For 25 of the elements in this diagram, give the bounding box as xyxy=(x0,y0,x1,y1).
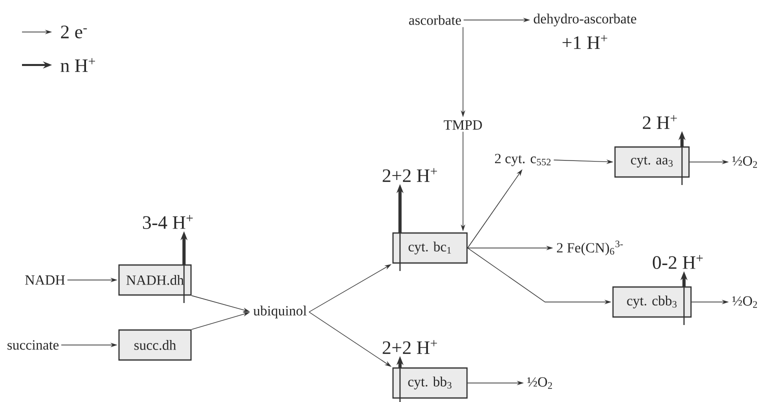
enzyme-box: cyt. cbb$_{3}$ xyxy=(612,286,692,318)
enzyme-box: NADH.dh xyxy=(118,264,192,296)
proton-label: 2 H$^{+}$ xyxy=(642,115,677,129)
enzyme-box: succ.dh xyxy=(118,329,192,361)
compound-label: 2 Fe(CN)$_{6}$3- xyxy=(556,240,623,256)
compound-label: succinate xyxy=(8,340,59,350)
beside-label: +1 H$^{+}$ xyxy=(562,35,608,49)
compound-label: TMPD xyxy=(444,120,482,130)
compound-label: NADH xyxy=(25,275,65,285)
compound-label: ½O$_{2}$ xyxy=(732,296,757,308)
legend-text: 2 e$^{-}$ xyxy=(61,26,87,38)
enzyme-box: cyt. bb$_{3}$ xyxy=(392,367,468,399)
compound-label: ½O$_{2}$ xyxy=(732,156,757,168)
enzyme-box: cyt. aa$_{3}$ xyxy=(614,146,690,178)
legend-text: n H$^{+}$ xyxy=(60,58,96,72)
compound-label: ubiquinol xyxy=(253,306,307,318)
compound-label: 2 cyt. c$_{552}$ xyxy=(495,154,551,166)
compound-label: ½O$_{2}$ xyxy=(527,377,552,389)
proton-label: 0-2 H$^{+}$ xyxy=(652,255,703,269)
compound-label: dehydro-ascorbate xyxy=(534,14,636,26)
proton-label: 3-4 H$^{+}$ xyxy=(143,215,193,229)
enzyme-box: cyt. bc$_{1}$ xyxy=(392,232,468,264)
compound-label: ascorbate xyxy=(409,15,461,25)
proton-label: 2+2 H$^{+}$ xyxy=(382,168,437,182)
proton-label: 2+2 H$^{+}$ xyxy=(382,340,437,354)
